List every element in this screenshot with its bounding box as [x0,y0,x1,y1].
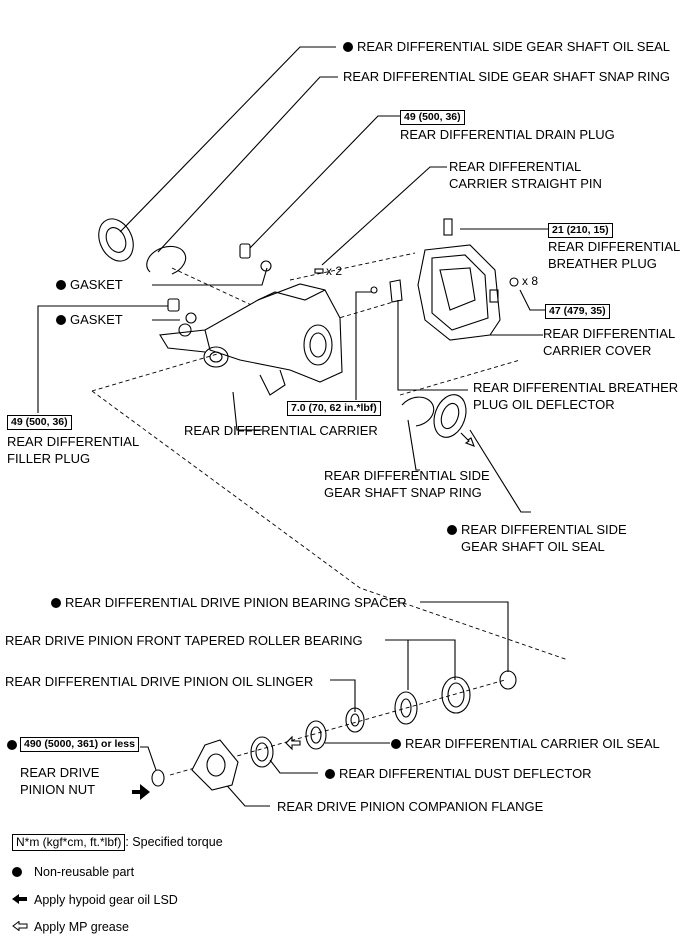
label-filler-1: REAR DIFFERENTIAL [7,434,140,449]
nonreusable-icon [325,769,335,779]
outline-arrow-icon [12,919,34,935]
nonreusable-icon [12,867,22,877]
legend-nonreusable: Non-reusable part [12,864,134,880]
leader-straight-pin [321,166,447,266]
leader-oil-seal-top [119,46,336,233]
label-straight-pin-2: CARRIER STRAIGHT PIN [449,176,602,191]
mp-grease-arrow-oilseal [460,432,475,447]
label-breather-deflector-2: PLUG OIL DEFLECTOR [473,397,615,412]
leader-snap-ring-mid [407,419,420,471]
label-oil-slinger: REAR DIFFERENTIAL DRIVE PINION OIL SLING… [5,674,314,689]
leader-filler [37,305,168,413]
carrier-oil-seal [305,720,327,750]
legend-torque-text: : Specified torque [125,835,223,849]
filled-arrow-icon [12,892,34,908]
nonreusable-icon [391,739,401,749]
drain-plug [239,243,251,259]
label-filler-2: FILLER PLUG [7,451,91,466]
breather-plug [443,218,453,236]
label-breather-2: BREATHER PLUG [548,256,657,271]
label-bearing-spacer: REAR DIFFERENTIAL DRIVE PINION BEARING S… [51,595,407,611]
legend-torque-box: N*m (kgf*cm, ft.*lbf) [12,834,126,851]
label-carrier: REAR DIFFERENTIAL CARRIER [184,423,378,438]
oil-seal-mid [433,394,467,438]
leader-drain-plug [249,115,400,249]
front-bearing-race [441,676,471,714]
leader-breather-deflector [397,300,468,391]
nonreusable-icon [7,740,17,750]
torque-drain-plug: 49 (500, 36) [400,110,465,125]
torque-cover: 47 (479, 35) [545,304,610,319]
leader-companion-flange [221,779,270,807]
leader-cover-torque [519,289,545,311]
mp-grease-arrow-seal [285,735,301,751]
leader-oil-seal-mid [469,429,531,513]
dust-deflector [250,736,274,768]
nonreusable-icon [51,598,61,608]
torque-filler: 49 (500, 36) [7,415,72,430]
label-gasket-upper: GASKET [56,277,123,293]
carrier-cover [417,244,519,341]
label-gasket-lower: GASKET [56,312,123,328]
label-cover-2: CARRIER COVER [543,343,652,358]
leader-bearing-spacer [420,601,509,672]
nonreusable-icon [56,315,66,325]
label-carrier-oil-seal: REAR DIFFERENTIAL CARRIER OIL SEAL [391,736,660,752]
front-bearing [394,691,418,725]
straight-pin [314,268,324,274]
leader-snap-ring-top [157,76,338,253]
label-dust-deflector: REAR DIFFERENTIAL DUST DEFLECTOR [325,766,592,782]
drain-gasket [260,260,272,272]
qty-cover-bolts: x 8 [522,274,539,288]
legend-torque: N*m (kgf*cm, ft.*lbf): Specified torque [12,834,223,851]
leader-gasket-upper [152,267,268,286]
snap-ring-mid [401,396,435,427]
hypoid-arrow-nut [132,784,150,800]
label-cover-1: REAR DIFFERENTIAL [543,326,676,341]
legend-hypoid: Apply hypoid gear oil LSD [12,892,178,908]
leader-carrier [232,391,262,431]
nonreusable-icon [343,42,353,52]
qty-straight-pin: x 2 [326,264,343,278]
nonreusable-icon [447,525,457,535]
label-snap-ring-mid-1: REAR DIFFERENTIAL SIDE [324,468,490,483]
bearing-spacer [499,670,517,690]
label-pinion-nut-1: REAR DRIVE [20,765,100,780]
torque-deflector: 7.0 (70, 62 in.*lbf) [287,401,381,416]
leader-dust-deflector [269,759,318,774]
carrier-housing [159,283,343,396]
nonreusable-icon [56,280,66,290]
legend-mp-grease: Apply MP grease [12,919,129,935]
leader-front-bearing [385,639,456,680]
filler-gasket [185,312,197,324]
breather-deflector [389,279,403,303]
label-snap-ring-top: REAR DIFFERENTIAL SIDE GEAR SHAFT SNAP R… [343,69,670,84]
snap-ring-top [146,245,187,275]
torque-breather: 21 (210, 15) [548,223,613,238]
oil-seal-top [98,218,134,262]
label-drain-plug: REAR DIFFERENTIAL DRAIN PLUG [400,127,615,142]
nut-torque-marker [7,737,21,753]
label-oil-seal-top: REAR DIFFERENTIAL SIDE GEAR SHAFT OIL SE… [343,39,670,55]
filler-plug [167,298,180,312]
torque-pinion-nut: 490 (5000, 361) or less [20,737,139,752]
label-front-bearing: REAR DRIVE PINION FRONT TAPERED ROLLER B… [5,633,363,648]
label-breather-deflector-1: REAR DIFFERENTIAL BREATHER [473,380,679,395]
leader-pinion-nut [140,746,157,771]
label-pinion-nut-2: PINION NUT [20,782,96,797]
label-oil-seal-mid-1: REAR DIFFERENTIAL SIDE [447,522,627,538]
companion-flange [191,739,239,791]
leader-deflector-torque [355,291,372,400]
label-companion-flange: REAR DRIVE PINION COMPANION FLANGE [277,799,544,814]
label-straight-pin-1: REAR DIFFERENTIAL [449,159,582,174]
label-oil-seal-mid-2: GEAR SHAFT OIL SEAL [461,539,605,554]
pinion-nut-part [151,769,165,787]
leader-oil-slinger [330,679,356,712]
oil-slinger [345,707,365,733]
label-snap-ring-mid-2: GEAR SHAFT SNAP RING [324,485,482,500]
label-breather-1: REAR DIFFERENTIAL [548,239,681,254]
